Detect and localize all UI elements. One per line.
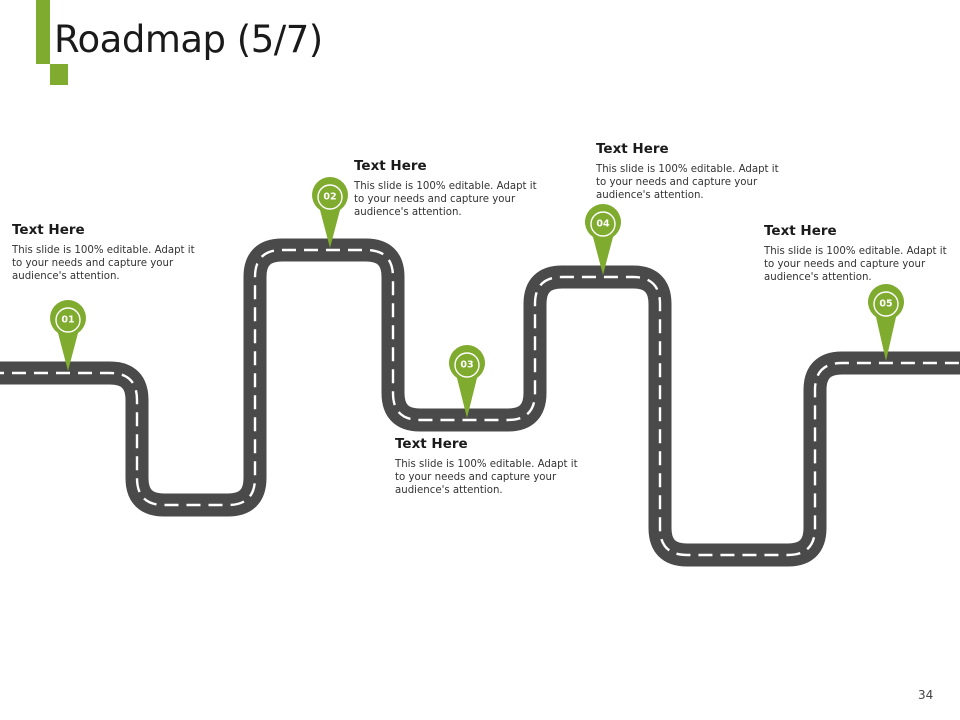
svg-text:02: 02	[323, 192, 336, 203]
milestone-description: This slide is 100% editable. Adapt it to…	[764, 245, 960, 284]
svg-text:03: 03	[460, 360, 473, 371]
svg-text:04: 04	[596, 219, 610, 230]
milestone-pin-05: 05	[868, 284, 904, 361]
milestone-heading: Text Here	[596, 141, 792, 157]
svg-text:05: 05	[879, 299, 892, 310]
milestone-description: This slide is 100% editable. Adapt it to…	[395, 458, 591, 497]
milestone-text-02: Text Here This slide is 100% editable. A…	[354, 158, 550, 219]
milestone-text-04: Text Here This slide is 100% editable. A…	[596, 141, 792, 202]
milestone-text-01: Text Here This slide is 100% editable. A…	[12, 222, 208, 283]
page-number: 34	[918, 688, 933, 702]
milestone-heading: Text Here	[354, 158, 550, 174]
milestone-pin-01: 01	[50, 300, 86, 371]
milestone-heading: Text Here	[764, 223, 960, 239]
road-surface	[0, 250, 960, 555]
milestone-heading: Text Here	[12, 222, 208, 238]
milestone-pin-04: 04	[585, 204, 621, 275]
milestone-description: This slide is 100% editable. Adapt it to…	[354, 180, 550, 219]
milestone-pin-02: 02	[312, 177, 348, 248]
milestone-heading: Text Here	[395, 436, 591, 452]
milestone-description: This slide is 100% editable. Adapt it to…	[12, 244, 208, 283]
milestone-pin-03: 03	[449, 345, 485, 418]
milestone-text-05: Text Here This slide is 100% editable. A…	[764, 223, 960, 284]
milestone-text-03: Text Here This slide is 100% editable. A…	[395, 436, 591, 497]
milestone-description: This slide is 100% editable. Adapt it to…	[596, 163, 792, 202]
svg-text:01: 01	[61, 315, 74, 326]
